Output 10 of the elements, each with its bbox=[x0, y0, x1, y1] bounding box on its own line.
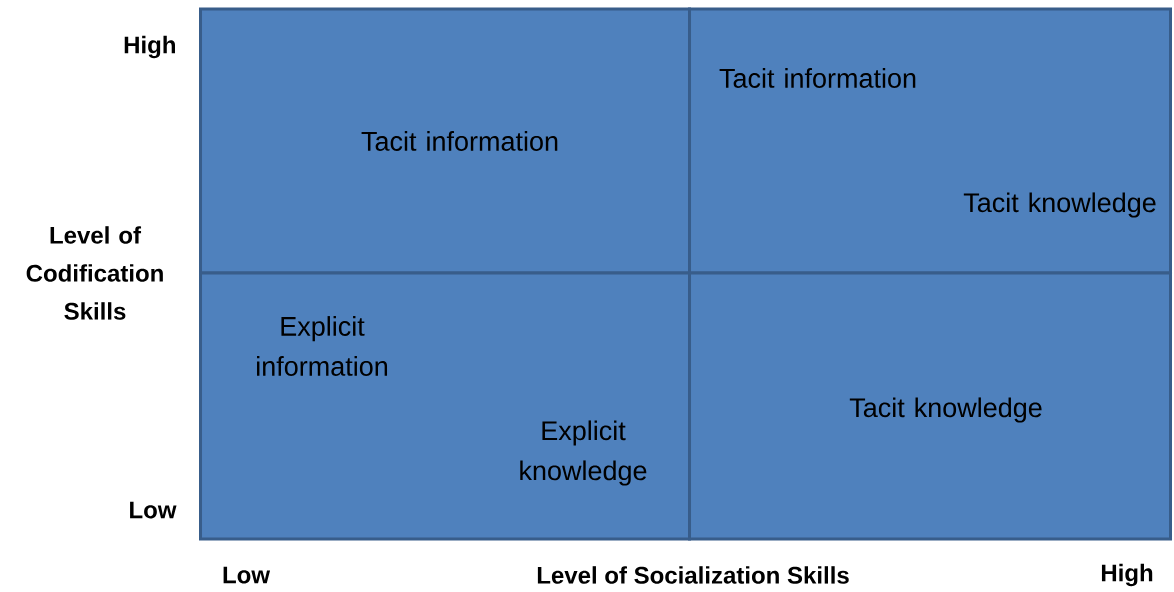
quadrant-box: Tacit knowledge bbox=[688, 271, 1172, 541]
quadrant-box: Tacit information Tacit knowledge bbox=[688, 7, 1172, 275]
axis-label: High bbox=[124, 35, 175, 59]
axis-label: Level of Codification Skills bbox=[26, 226, 163, 320]
axis-label: High bbox=[1101, 563, 1153, 587]
axis-label: Level of Socialization Skills bbox=[537, 566, 849, 584]
quadrant-box: Explicit information Explicit knowledge bbox=[199, 271, 691, 541]
axis-label: Low bbox=[223, 566, 271, 584]
quadrant-box: Tacit information bbox=[199, 7, 691, 275]
axis-label: Low bbox=[130, 501, 177, 519]
